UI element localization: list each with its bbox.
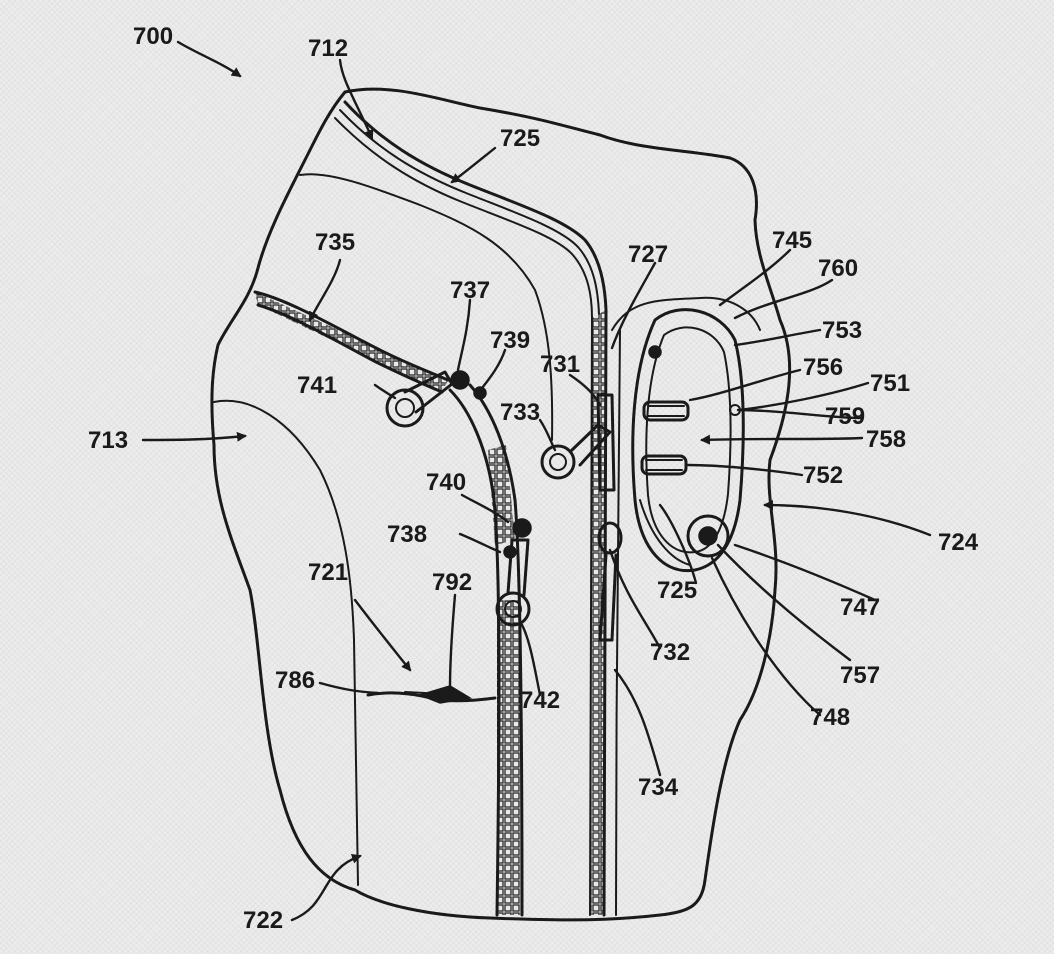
label-741: 741 xyxy=(297,372,337,399)
label-792: 792 xyxy=(432,569,472,596)
label-735: 735 xyxy=(315,229,355,256)
front-zipper xyxy=(253,290,524,917)
label-733: 733 xyxy=(500,399,540,426)
front-top-edge xyxy=(299,173,554,441)
pull-ring-742 xyxy=(495,591,531,627)
label-747: 747 xyxy=(840,594,880,621)
slider-727 xyxy=(596,393,616,492)
dial-752 xyxy=(640,454,688,476)
pull-ring-733 xyxy=(540,444,576,480)
label-758: 758 xyxy=(866,426,906,453)
bag-outer-outline xyxy=(210,87,792,922)
pull-tab-737 xyxy=(403,370,454,414)
top-zipper-band xyxy=(334,100,621,917)
lock-button-757 xyxy=(698,526,718,546)
label-752: 752 xyxy=(803,462,843,489)
label-725-side: 725 xyxy=(657,577,697,604)
label-760: 760 xyxy=(818,255,858,282)
pocket-detail xyxy=(366,685,497,704)
label-739: 739 xyxy=(490,327,530,354)
label-757: 757 xyxy=(840,662,880,689)
label-745: 745 xyxy=(772,227,812,254)
label-734: 734 xyxy=(638,774,679,801)
lock-pin-753 xyxy=(648,345,662,359)
label-753: 753 xyxy=(822,317,862,344)
label-756: 756 xyxy=(803,354,843,381)
label-751: 751 xyxy=(870,370,910,397)
dial-751 xyxy=(642,400,690,422)
label-712: 712 xyxy=(308,35,348,62)
label-722: 722 xyxy=(243,907,283,934)
slider-740 xyxy=(512,518,532,538)
label-742: 742 xyxy=(520,687,560,714)
zipper-hardware xyxy=(385,370,623,642)
label-748: 748 xyxy=(810,704,850,731)
label-738: 738 xyxy=(387,521,427,548)
label-721: 721 xyxy=(308,559,348,586)
label-700: 700 xyxy=(133,23,173,50)
label-740: 740 xyxy=(426,469,466,496)
reference-labels: 700 712 725 735 727 745 760 737 739 753 … xyxy=(88,23,979,934)
label-725-top: 725 xyxy=(500,125,540,152)
label-737: 737 xyxy=(450,277,490,304)
label-713: 713 xyxy=(88,427,128,454)
label-786: 786 xyxy=(275,667,315,694)
label-727: 727 xyxy=(628,241,668,268)
label-731: 731 xyxy=(540,351,580,378)
label-724: 724 xyxy=(938,529,979,556)
front-panel-edge xyxy=(213,399,359,886)
lock-button-748 xyxy=(686,514,730,558)
pull-tab-738 xyxy=(506,538,530,597)
pull-tab-731 xyxy=(570,423,612,467)
leader-lines xyxy=(141,40,932,922)
label-759: 759 xyxy=(825,403,865,430)
label-732: 732 xyxy=(650,639,690,666)
slider-739 xyxy=(450,370,470,390)
pocket-seam-792 xyxy=(417,685,473,704)
